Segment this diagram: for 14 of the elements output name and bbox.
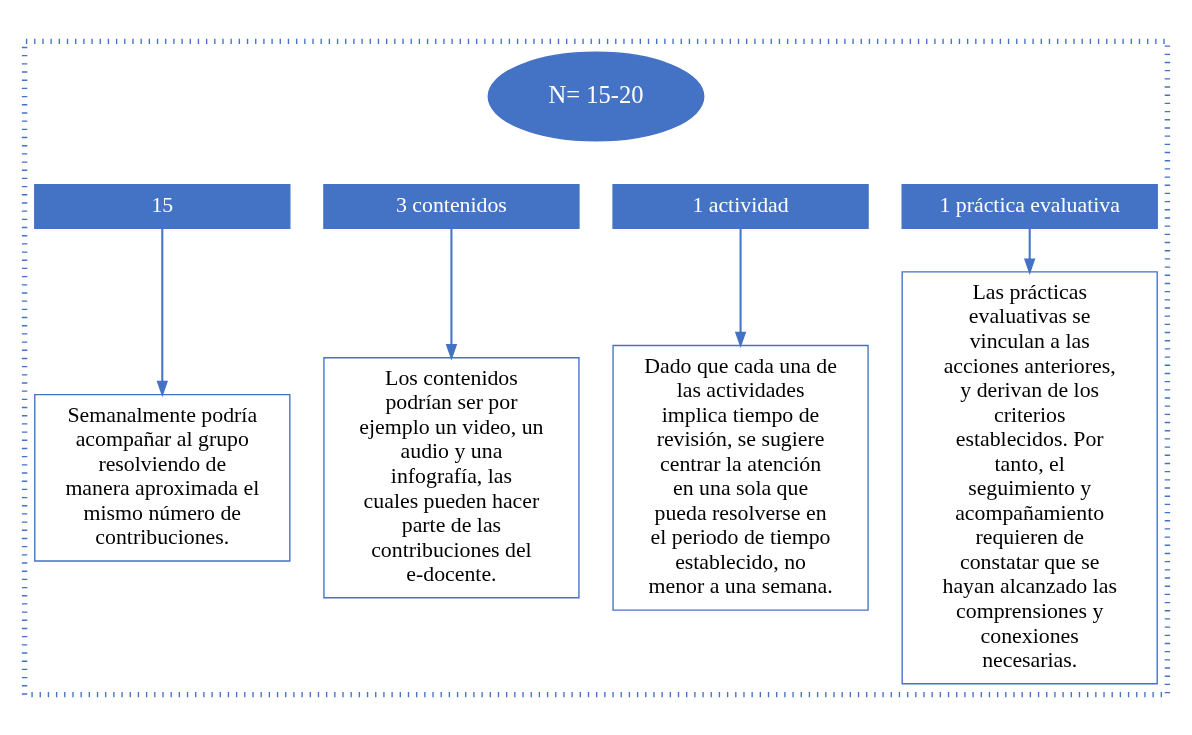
arrow <box>1023 227 1036 275</box>
arrow <box>445 227 458 360</box>
node-ellipse: N= 15-20 <box>487 51 705 142</box>
node-box: Dado que cada una de las actividades implica tiempo de revisión, se sugiere centrar la atención en una sola que pueda resolverse en el periodo de tiempo establecido, no menor a una semana. <box>612 344 869 611</box>
node-box: 1 práctica evaluativa <box>901 183 1158 229</box>
node-box: Semanalmente podría acompañar al grupo resolviendo de manera aproximada el mismo número de contribuciones. <box>34 393 291 562</box>
node-box: Los contenidos podrían ser por ejemplo un video, un audio y una infografía, las cuales pueden hacer parte de las contribuciones del e-docente. <box>323 356 580 598</box>
arrow <box>734 227 747 348</box>
node-box: 3 contenidos <box>323 183 580 229</box>
arrow <box>156 227 169 397</box>
node-box: 1 actividad <box>612 183 869 229</box>
cluster <box>21 38 1171 697</box>
node-box: Las prácticas evaluativas se vinculan a las acciones anteriores, y derivan de los criterios establecidos. Por tanto, el seguimiento y acompañamiento requieren de constatar que se hayan alcanzado las comprensiones y conexiones necesarias. <box>901 270 1158 684</box>
node-box: 15 <box>34 183 291 229</box>
